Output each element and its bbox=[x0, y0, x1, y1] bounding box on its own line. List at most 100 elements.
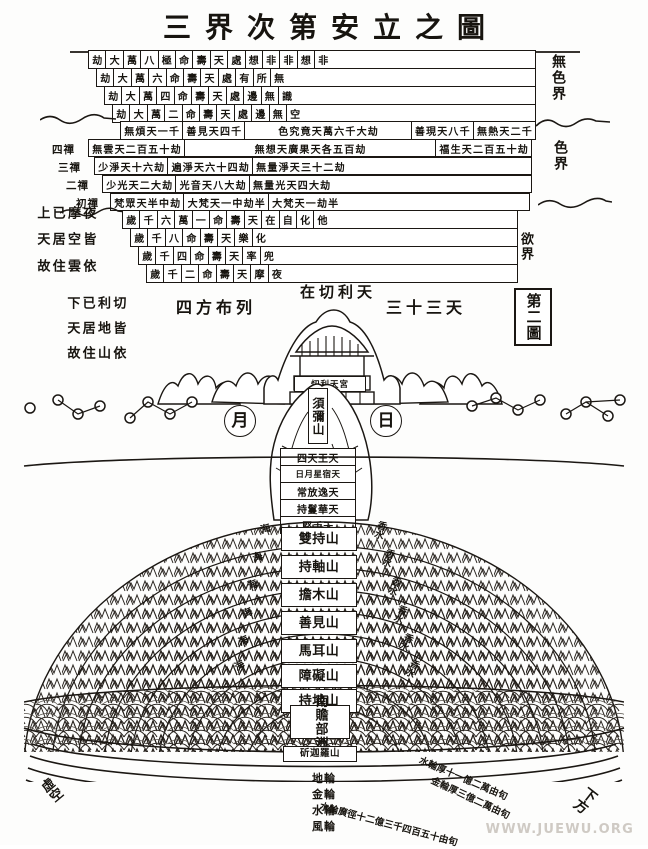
wave-divider-1 bbox=[536, 118, 610, 128]
cell: 壽 bbox=[182, 69, 200, 86]
cell: 無 bbox=[269, 69, 287, 86]
base-ring-label: 金輪 bbox=[312, 788, 336, 801]
cell: 壽 bbox=[192, 51, 209, 68]
note-line: 依雲住故 bbox=[34, 258, 96, 274]
dhyana-label-1: 初禪 bbox=[76, 198, 99, 210]
cell: 識 bbox=[277, 87, 295, 104]
note-line: 夜摩已上 bbox=[34, 206, 96, 221]
cell: 四 bbox=[172, 247, 190, 264]
note-line: 切利已下 bbox=[64, 296, 126, 311]
cell: 四 bbox=[156, 87, 173, 104]
mountain-ring-label: 障礙山 bbox=[281, 664, 357, 688]
cell: 天 bbox=[208, 87, 225, 104]
concentric-rings-and-waves bbox=[23, 456, 625, 782]
cell: 命 bbox=[174, 51, 192, 68]
cell: 摩 bbox=[250, 265, 267, 282]
moon-symbol: 月 bbox=[224, 405, 256, 437]
cell: 天 bbox=[216, 229, 234, 246]
pure-abode-cell: 善現天八千 bbox=[410, 122, 473, 139]
cell: 邊 bbox=[251, 105, 268, 122]
tier-item: 持鬘華天 bbox=[280, 499, 356, 516]
cell: 夜 bbox=[267, 265, 285, 282]
cell: 天 bbox=[216, 105, 233, 122]
cell: 兜 bbox=[259, 247, 277, 264]
cell: 千 bbox=[147, 229, 164, 246]
cell: 天 bbox=[200, 69, 217, 86]
dhyana-row-3: 少淨天十六劫 遍淨天六十四劫 無量淨天三十二劫 bbox=[94, 157, 532, 175]
cell: 處 bbox=[227, 51, 244, 68]
cell: 想 bbox=[244, 51, 262, 68]
note-space-dwelling-heavens: 夜摩已上 皆空居天 依雲住故 bbox=[34, 206, 95, 284]
pure-abodes-row: 無煩天一千 善見天四千 色究竟天萬六千大劫 善現天八千 無熱天二千 bbox=[120, 121, 536, 140]
cell: 壽 bbox=[199, 229, 217, 246]
dhyana-cell: 梵眾天半中劫 bbox=[114, 198, 182, 210]
cell: 六 bbox=[148, 69, 165, 86]
note-line: 依山住故 bbox=[64, 346, 126, 361]
site-watermark: WWW.JUEWU.ORG bbox=[485, 822, 634, 837]
cell: 率 bbox=[242, 247, 259, 264]
note-earth-dwelling-heavens: 切利已下 皆地居天 依山住故 bbox=[64, 296, 125, 370]
cell: 化 bbox=[295, 211, 313, 228]
cell: 六 bbox=[156, 211, 174, 228]
cell: 歲 bbox=[134, 234, 146, 245]
cell: 壽 bbox=[215, 265, 233, 282]
cell: 八 bbox=[140, 51, 157, 68]
cell: 千 bbox=[139, 211, 156, 228]
formless-row-2: 劫 大 萬 六 命 壽 天 處 有 所 無 bbox=[96, 68, 536, 87]
cell: 命 bbox=[181, 105, 199, 122]
cell: 大 bbox=[113, 69, 130, 86]
cell: 無 bbox=[260, 87, 278, 104]
dhyana-cell: 大梵天一劫半 bbox=[267, 194, 341, 210]
cell: 所 bbox=[252, 69, 270, 86]
cell: 劫 bbox=[92, 56, 104, 67]
dhyana-cell: 大梵天一中劫半 bbox=[183, 194, 268, 210]
cell: 天 bbox=[232, 265, 250, 282]
jambudvipa-label: 南贍部洲 bbox=[290, 694, 350, 750]
cell: 萬 bbox=[138, 87, 156, 104]
desire-row-1: 歲 千 六 萬 一 命 壽 天 在 自 化 他 bbox=[122, 210, 518, 229]
cell: 壽 bbox=[207, 247, 225, 264]
star-field bbox=[24, 392, 626, 424]
cell: 他 bbox=[313, 211, 330, 228]
cell: 命 bbox=[173, 87, 191, 104]
dhyana-cell: 少光天二大劫 bbox=[106, 180, 174, 192]
cell: 大 bbox=[121, 87, 138, 104]
dhyana-row-1: 梵眾天半中劫 大梵天一中劫半 大梵天一劫半 bbox=[110, 193, 530, 211]
cell: 壽 bbox=[198, 105, 216, 122]
cell: 二 bbox=[180, 265, 198, 282]
wave-divider-2 bbox=[538, 197, 612, 209]
dhyana-cell: 無量光天四大劫 bbox=[248, 176, 334, 192]
wave-divider-left-1 bbox=[40, 113, 116, 125]
cell: 非 bbox=[279, 51, 296, 68]
dhyana-label-4: 四禪 bbox=[52, 144, 75, 156]
cell: 極 bbox=[157, 51, 175, 68]
base-ring-label: 地輪 bbox=[312, 772, 336, 785]
formless-row-3: 劫 大 萬 四 命 壽 天 處 邊 無 識 bbox=[104, 86, 536, 105]
cell: 歲 bbox=[150, 270, 162, 281]
pure-abode-cell: 無煩天一千 bbox=[124, 127, 181, 138]
cell: 非 bbox=[261, 51, 279, 68]
cell: 八 bbox=[164, 229, 182, 246]
cell: 劫 bbox=[116, 110, 128, 121]
mountain-ring-label: 擔木山 bbox=[281, 583, 357, 607]
tier-item: 日月星宿天 bbox=[280, 465, 356, 482]
mountain-ring-label: 雙持山 bbox=[281, 527, 357, 551]
mountain-ring-label: 善見山 bbox=[281, 611, 357, 635]
cell: 壽 bbox=[190, 87, 208, 104]
desire-row-3: 歲 千 四 命 壽 天 率 兜 bbox=[138, 246, 518, 265]
dhyana-label-2: 二禪 bbox=[66, 180, 89, 192]
label-formless-realm: 無色界 bbox=[550, 54, 566, 102]
page-title: 三界次第安立之圖 bbox=[162, 11, 499, 44]
cell: 大 bbox=[129, 105, 146, 122]
cell: 自 bbox=[278, 211, 296, 228]
desire-row-2: 歲 千 八 命 壽 天 樂 化 bbox=[130, 228, 518, 247]
cell: 歲 bbox=[142, 252, 154, 263]
note-line: 皆空居天 bbox=[34, 232, 96, 247]
cell: 想 bbox=[296, 51, 314, 68]
cell: 萬 bbox=[130, 69, 148, 86]
mountain-ring-label: 馬耳山 bbox=[281, 639, 357, 663]
cell: 邊 bbox=[243, 87, 260, 104]
pure-abode-cell: 色究竟天萬六千大劫 bbox=[244, 122, 410, 139]
cell: 壽 bbox=[226, 211, 243, 228]
cell: 萬 bbox=[146, 105, 164, 122]
